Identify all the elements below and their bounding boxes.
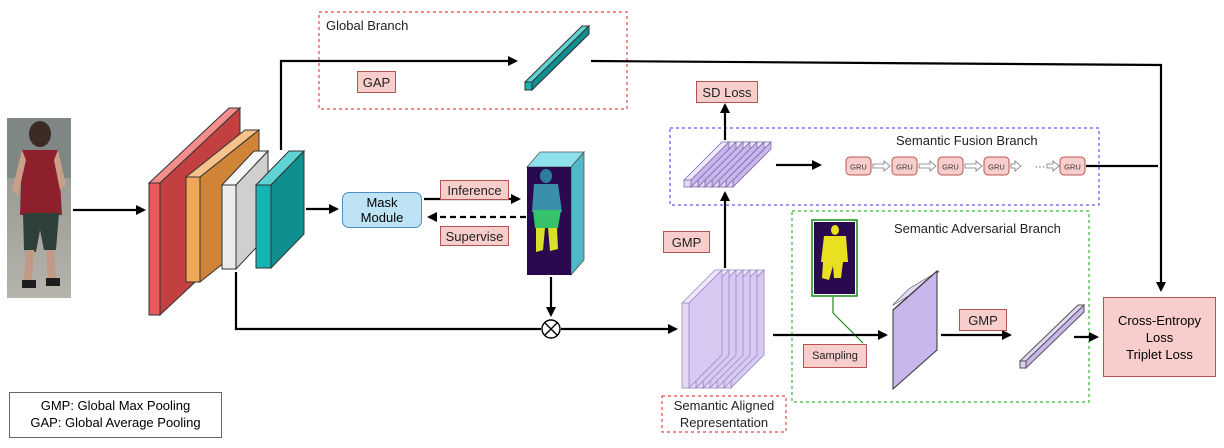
aligned-slice bbox=[681, 269, 723, 389]
sd-loss-label: SD Loss bbox=[696, 81, 758, 103]
gap-label: GAP bbox=[357, 71, 396, 93]
semantic-fusion-branch-box bbox=[669, 127, 1100, 206]
backbone-block-teal bbox=[254, 149, 306, 270]
loss-box: Cross-Entropy Loss Triplet Loss bbox=[1103, 297, 1216, 377]
legend-box: GMP: Global Max Pooling GAP: Global Aver… bbox=[9, 392, 222, 438]
gru-cell: GRU bbox=[1059, 156, 1086, 176]
sampling-connector-diag2 bbox=[854, 334, 864, 344]
inference-label: Inference bbox=[440, 180, 509, 200]
gru-chain: GRU GRU GRU GRU GRU ··· bbox=[845, 156, 1086, 176]
semantic-fusion-branch-title: Semantic Fusion Branch bbox=[896, 133, 1038, 148]
semantic-adversarial-branch-box bbox=[791, 210, 1090, 403]
gru-cell: GRU bbox=[983, 156, 1010, 176]
gru-cell: GRU bbox=[845, 156, 872, 176]
semantic-aligned-line2: Representation bbox=[679, 415, 769, 430]
gru-link-arrow bbox=[1010, 160, 1022, 172]
fusion-feature-stack bbox=[683, 141, 772, 188]
supervise-label: Supervise bbox=[440, 226, 509, 246]
gru-cell-label: GRU bbox=[988, 163, 1005, 172]
adversarial-feature-block bbox=[892, 269, 940, 391]
gmp-left-label: GMP bbox=[663, 231, 710, 253]
input-person-image bbox=[7, 118, 71, 298]
parsing-mask-image bbox=[526, 150, 585, 277]
semantic-aligned-stack bbox=[681, 269, 765, 389]
gru-ellipsis: ··· bbox=[1035, 161, 1046, 173]
gru-link-arrow bbox=[872, 160, 891, 172]
gru-cell-label: GRU bbox=[850, 163, 867, 172]
legend-gap: GAP: Global Average Pooling bbox=[30, 415, 201, 430]
mask-module-line2: Module bbox=[360, 210, 404, 225]
gru-link-arrow bbox=[964, 160, 983, 172]
global-feature-vector bbox=[523, 24, 591, 92]
gru-link-arrow bbox=[918, 160, 937, 172]
sampled-mask-image bbox=[811, 219, 858, 297]
loss-line3: Triplet Loss bbox=[1126, 346, 1193, 362]
gru-link-arrow bbox=[1046, 160, 1060, 172]
mask-module-box: Mask Module bbox=[342, 192, 422, 228]
global-to-loss-arrow bbox=[590, 59, 1166, 292]
gru-cell-label: GRU bbox=[942, 163, 959, 172]
sampling-label: Sampling bbox=[803, 344, 867, 368]
connectors bbox=[73, 56, 1166, 342]
sampling-connector-diag bbox=[832, 312, 856, 336]
legend-gmp: GMP: Global Max Pooling bbox=[40, 398, 191, 413]
global-branch-title: Global Branch bbox=[326, 18, 409, 33]
backbone-skip-line bbox=[234, 272, 541, 331]
semantic-aligned-label: Semantic Aligned Representation bbox=[662, 397, 786, 431]
gru-cell-label: GRU bbox=[1064, 163, 1081, 172]
loss-line2: Loss bbox=[1145, 329, 1174, 345]
loss-line1: Cross-Entropy bbox=[1117, 312, 1202, 328]
adversarial-feature-vector bbox=[1018, 303, 1086, 370]
gmp-right-label: GMP bbox=[959, 309, 1007, 331]
gru-cell: GRU bbox=[937, 156, 964, 176]
multiply-node bbox=[541, 319, 561, 339]
gru-cell-label: GRU bbox=[896, 163, 913, 172]
semantic-aligned-line1: Semantic Aligned bbox=[673, 398, 775, 413]
mask-module-line1: Mask bbox=[366, 195, 398, 210]
backbone-to-global-arrow bbox=[279, 56, 518, 150]
semantic-aligned-label-box bbox=[661, 395, 787, 433]
fusion-slice bbox=[683, 141, 730, 188]
gru-cell: GRU bbox=[891, 156, 918, 176]
semantic-adversarial-branch-title: Semantic Adversarial Branch bbox=[894, 221, 1061, 236]
